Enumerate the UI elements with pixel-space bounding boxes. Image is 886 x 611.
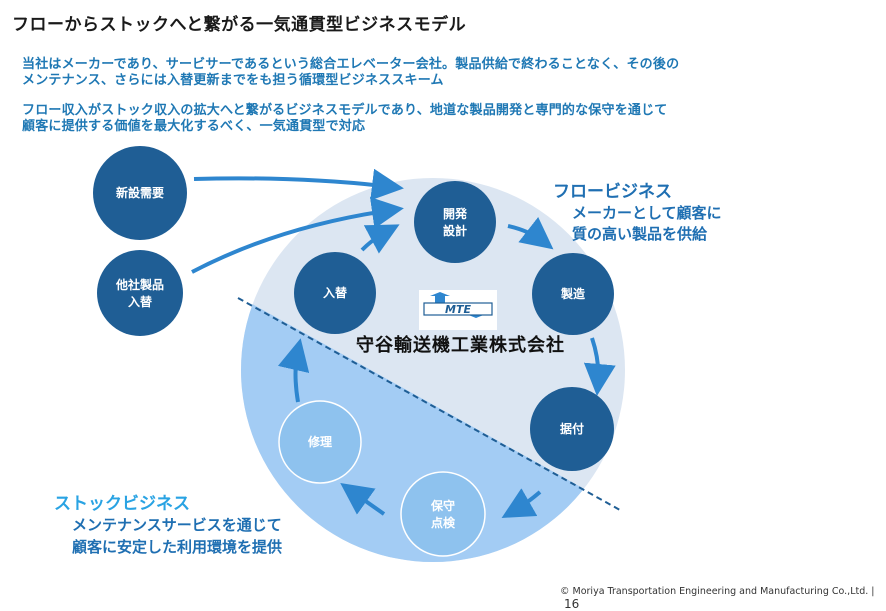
company-name: 守谷輸送機工業株式会社 xyxy=(356,335,565,356)
arrow-replace-to-dev xyxy=(360,224,400,254)
mte-logo-mark: MTE xyxy=(419,290,497,330)
copyright-text: © Moriya Transportation Engineering and … xyxy=(560,586,869,597)
node-label: 新設需要 xyxy=(116,185,164,200)
intro-line: フロー収入がストック収入の拡大へと繋がるビジネスモデルであり、地道な製品開発と専… xyxy=(22,103,668,118)
node-label: 点検 xyxy=(431,515,456,530)
node-new-demand: 新設需要 xyxy=(93,146,187,240)
arrow-dev-to-mfg xyxy=(507,217,554,250)
logo-mark-text: MTE xyxy=(445,303,471,316)
divider-dashed-line xyxy=(237,297,621,511)
arrow-maint-to-repair xyxy=(340,483,386,516)
node-install: 据付 xyxy=(530,387,614,471)
intro-line: 当社はメーカーであり、サービサーであるという総合エレベーター会社。製品供給で終わ… xyxy=(22,57,680,72)
node-label: 設計 xyxy=(443,223,467,238)
page-title: フローからストックへと繋がる一気通貫型ビジネスモデル xyxy=(12,15,467,35)
flow-business-title: フロービジネス xyxy=(553,182,672,202)
node-repair: 修理 xyxy=(278,400,362,484)
arrow-repair-to-replace xyxy=(277,338,310,403)
arrow-mfg-to-install xyxy=(583,337,616,396)
node-label: 入替 xyxy=(323,285,348,300)
node-label: 入替 xyxy=(128,294,153,309)
intro-line: メンテナンス、さらには入替更新までをも担う循環型ビジネススキーム xyxy=(22,73,444,88)
intro-line: 顧客に提供する価値を最大化するべく、一気通貫型で対応 xyxy=(22,119,366,134)
node-label: 修理 xyxy=(307,434,332,449)
arrow-new-to-dev xyxy=(193,168,404,201)
node-label: 据付 xyxy=(560,421,584,436)
node-other-replace: 他社製品 入替 xyxy=(97,250,183,336)
flow-desc-line: メーカーとして顧客に xyxy=(572,204,722,222)
footer-separator: | xyxy=(871,586,875,597)
node-replace: 入替 xyxy=(294,252,376,334)
intro-paragraph-1: 当社はメーカーであり、サービサーであるという総合エレベーター会社。製品供給で終わ… xyxy=(22,57,842,89)
node-label: 製造 xyxy=(560,286,586,301)
node-label: 他社製品 xyxy=(115,277,164,292)
stock-business-desc: メンテナンスサービスを通じて 顧客に安定した利用環境を提供 xyxy=(72,514,282,558)
footer: © Moriya Transportation Engineering and … xyxy=(560,586,886,611)
stock-desc-line: 顧客に安定した利用環境を提供 xyxy=(72,538,283,556)
flow-desc-line: 質の高い製品を供給 xyxy=(572,225,708,243)
arrow-install-to-maint xyxy=(501,488,542,518)
flow-business-desc: メーカーとして顧客に 質の高い製品を供給 xyxy=(572,203,722,245)
node-maintenance: 保守 点検 xyxy=(400,471,486,557)
stock-business-title: ストックビジネス xyxy=(54,494,190,514)
node-dev-design: 開発 設計 xyxy=(414,181,496,263)
arrow-other-to-dev xyxy=(191,196,404,274)
node-label: 開発 xyxy=(443,206,468,221)
stock-desc-line: メンテナンスサービスを通じて xyxy=(72,516,282,534)
node-label: 保守 xyxy=(430,498,455,513)
page-number: 16 xyxy=(564,597,580,611)
node-manufacture: 製造 xyxy=(532,253,614,335)
intro-paragraph-2: フロー収入がストック収入の拡大へと繋がるビジネスモデルであり、地道な製品開発と専… xyxy=(22,103,842,135)
